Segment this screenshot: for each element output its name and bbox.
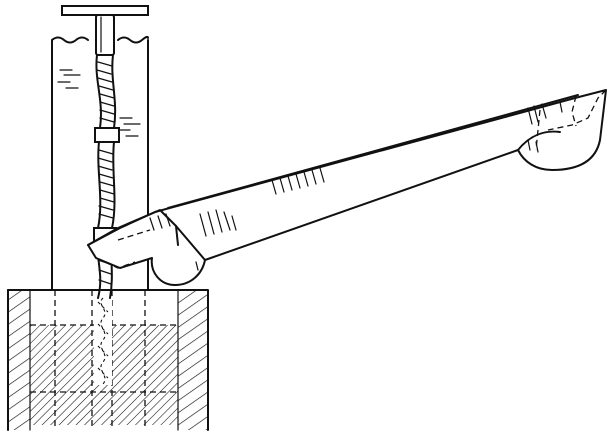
cable-twist-upper	[96, 61, 115, 123]
boom-top-edge	[167, 94, 579, 209]
cable-right-upper	[111, 54, 117, 129]
t-handle-bar	[61, 5, 149, 16]
t-handle-icon	[61, 5, 149, 56]
boom-head	[87, 209, 179, 246]
boom-body	[87, 89, 607, 286]
boom-shading	[149, 101, 563, 271]
end-hidden-1	[571, 95, 577, 127]
cable-right-lower	[111, 141, 116, 229]
left-wall-hatch	[8, 290, 30, 430]
coupling-icon	[94, 127, 120, 143]
block-outline	[7, 289, 209, 431]
head-hidden-1	[95, 257, 136, 269]
auger-spiral-hidden	[100, 297, 106, 385]
liquid-surface	[51, 35, 149, 44]
auger-channel	[94, 300, 112, 385]
auger-flights-hidden	[97, 301, 109, 379]
end-hidden-2	[547, 89, 607, 131]
liquid-marks	[57, 69, 141, 137]
cable-left-upper	[95, 54, 102, 129]
right-wall-hatch	[178, 290, 208, 430]
boom-icon	[87, 89, 607, 286]
t-handle-stem	[95, 14, 115, 56]
boom-head-joint	[175, 225, 206, 261]
ground-block	[7, 289, 209, 431]
head-hidden-2	[117, 229, 151, 241]
cable-twist-lower	[97, 149, 115, 219]
cable-left-lower	[97, 141, 102, 229]
